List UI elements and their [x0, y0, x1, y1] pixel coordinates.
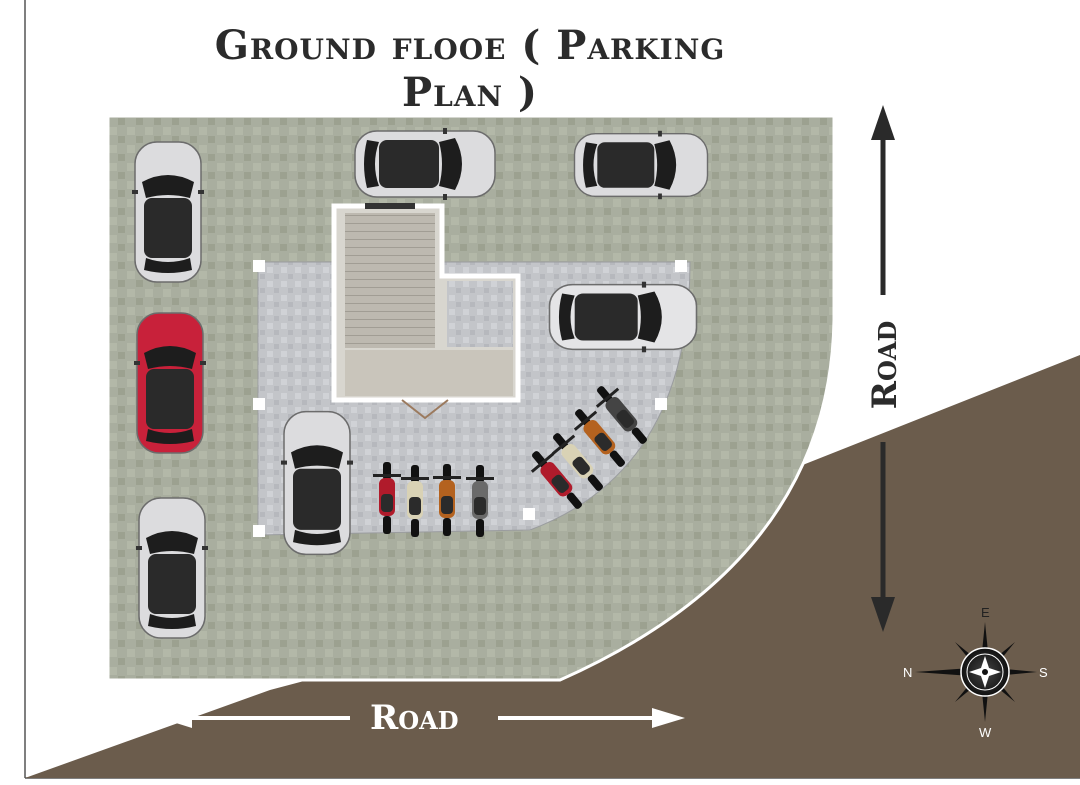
staircase-block	[331, 203, 521, 420]
road-label-bottom: Road	[370, 698, 459, 738]
arrow-icon	[160, 708, 685, 728]
road-label-right: Road	[865, 320, 905, 410]
compass-label-bottom: W	[979, 725, 992, 740]
car-icon	[133, 312, 207, 454]
car-icon	[135, 497, 209, 639]
compass-label-top: E	[981, 605, 990, 620]
page-title: Ground flooe ( Parking Plan )	[214, 22, 726, 116]
compass-label-right: S	[1039, 665, 1048, 680]
car-icon	[354, 127, 496, 201]
road-ground	[25, 355, 1080, 778]
car-icon	[548, 280, 698, 354]
compass-label-left: N	[903, 665, 913, 680]
car-icon	[131, 141, 205, 283]
compass-rose-icon	[915, 622, 1037, 722]
arrow-icon	[871, 105, 895, 632]
car-icon	[573, 130, 709, 200]
car-icon	[280, 410, 354, 556]
